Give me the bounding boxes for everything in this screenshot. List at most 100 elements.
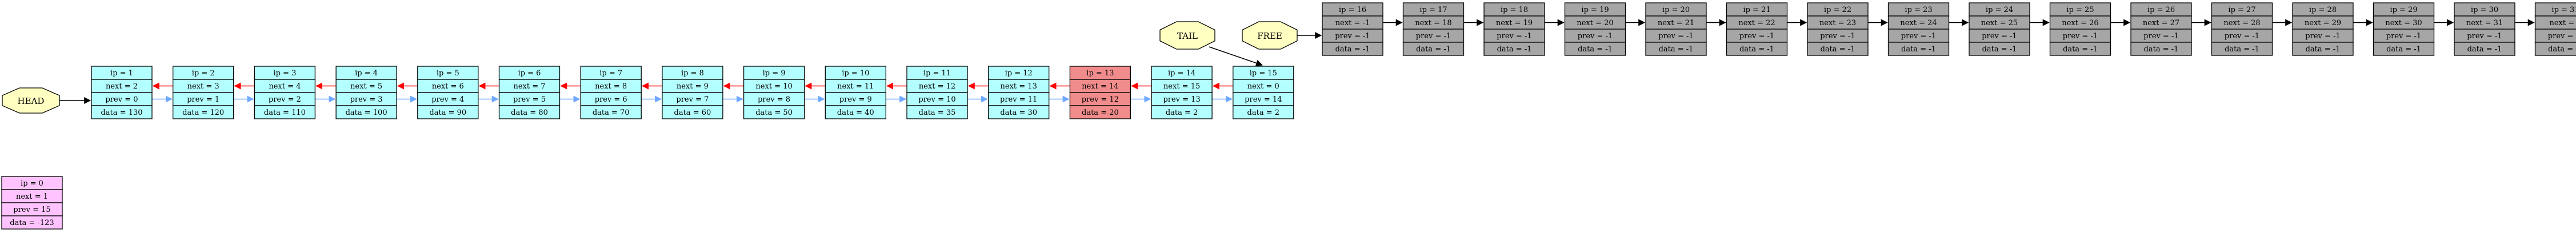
node-18-prev-label: prev = -1 [1497,32,1531,41]
tail-marker-shape [1159,21,1215,50]
node-16-next-label: next = -1 [1335,19,1370,27]
node-0-data-label: data = -123 [10,219,54,227]
node-24-ip-label: ip = 24 [1986,6,2013,14]
node-17-data-cell [1402,42,1465,56]
node-3-ip-label: ip = 3 [273,69,296,78]
node-2-prev-label: prev = 1 [187,95,219,104]
node-10-data-cell [825,105,886,119]
node-20-ip-label: ip = 20 [1662,6,1690,14]
nodes: ip = 0 next = 1 prev = 15 data = -123 ip = 1… [1,2,2576,230]
node-9-prev-label: prev = 8 [758,95,790,104]
node-8-ip-label: ip = 8 [681,69,704,78]
node-20-next-label: next = 21 [1658,19,1694,27]
edges [59,19,2535,104]
node-28-prev-label: prev = -1 [2305,32,2340,41]
node-27-data-label: data = -1 [2225,45,2259,54]
head-marker: HEAD [2,87,60,114]
node-0: ip = 0 next = 1 prev = 15 data = -123 [1,176,63,230]
node-15-ip-label: ip = 15 [1250,69,1277,78]
node-28-data-label: data = -1 [2306,45,2341,54]
node-15-next-label: next = 0 [1247,82,1279,91]
node-21-prev-label: prev = -1 [1739,32,1774,41]
node-4-ip-label: ip = 4 [355,69,378,78]
node-6-data-label: data = 80 [511,109,548,117]
node-29-data-cell [2373,42,2435,56]
node-31-next-label: next = 0 [2549,19,2576,27]
node-29-prev-label: prev = -1 [2386,32,2421,41]
node-28-ip-label: ip = 28 [2309,6,2337,14]
node-15-prev-label: prev = 14 [1245,95,1282,104]
node-18-data-cell [1483,42,1545,56]
node-28-next-label: next = 29 [2305,19,2341,27]
node-26-prev-label: prev = -1 [2143,32,2178,41]
node-7-data-cell [580,105,642,119]
node-19-next-label: next = 20 [1577,19,1613,27]
node-24-data-label: data = -1 [1982,45,2017,54]
node-4-data-cell [335,105,397,119]
node-9-next-label: next = 10 [755,82,792,91]
node-10-prev-label: prev = 9 [839,95,872,104]
node-11-next-label: next = 12 [919,82,955,91]
node-10-next-label: next = 11 [837,82,874,91]
node-21-data-label: data = -1 [1739,45,1774,54]
node-21-data-cell [1726,42,1788,56]
node-18-data-label: data = -1 [1497,45,1532,54]
node-1-prev-label: prev = 0 [105,95,138,104]
node-7-next-label: next = 8 [595,82,627,91]
node-0-prev-label: prev = 15 [13,206,50,214]
node-26-ip-label: ip = 26 [2147,6,2175,14]
node-5-next-label: next = 6 [432,82,464,91]
node-31-data-label: data = -1 [2548,45,2576,54]
node-23-data-cell [1887,42,1950,56]
node-19-prev-label: prev = -1 [1578,32,1613,41]
node-11-data-label: data = 35 [919,109,956,117]
free-marker: FREE [1242,21,1298,50]
node-30-prev-label: prev = -1 [2467,32,2502,41]
node-14-next-label: next = 15 [1163,82,1200,91]
tail-marker: TAIL [1159,21,1215,50]
node-26-data-cell [2130,42,2192,56]
node-17-data-label: data = -1 [1416,45,1451,54]
tail-marker-label: TAIL [1177,31,1198,41]
node-0-next-label: next = 1 [16,192,48,201]
node-8-prev-label: prev = 7 [676,95,709,104]
node-9-ip-label: ip = 9 [763,69,786,78]
node-17-ip-label: ip = 17 [1419,6,1447,14]
node-0-ip-label: ip = 0 [21,179,43,188]
node-9-data-label: data = 50 [755,109,793,117]
node-30-data-cell [2454,42,2515,56]
node-13-next-label: next = 14 [1082,82,1118,91]
node-18-ip-label: ip = 18 [1501,6,1528,14]
free-marker-shape [1242,21,1298,50]
node-13-data-label: data = 20 [1082,109,1119,117]
node-2-data-cell [173,105,234,119]
node-24-data-cell [1969,42,2030,56]
node-13-ip-label: ip = 13 [1086,69,1114,78]
node-8-data-label: data = 60 [674,109,711,117]
node-29-ip-label: ip = 29 [2390,6,2417,14]
node-1-data-cell [91,105,153,119]
node-29-next-label: next = 30 [2385,19,2422,27]
node-16-ip-label: ip = 16 [1339,6,1366,14]
node-11-ip-label: ip = 11 [923,69,951,78]
node-23-prev-label: prev = -1 [1901,32,1936,41]
node-25-ip-label: ip = 25 [2066,6,2094,14]
node-16-prev-label: prev = -1 [1335,32,1370,41]
